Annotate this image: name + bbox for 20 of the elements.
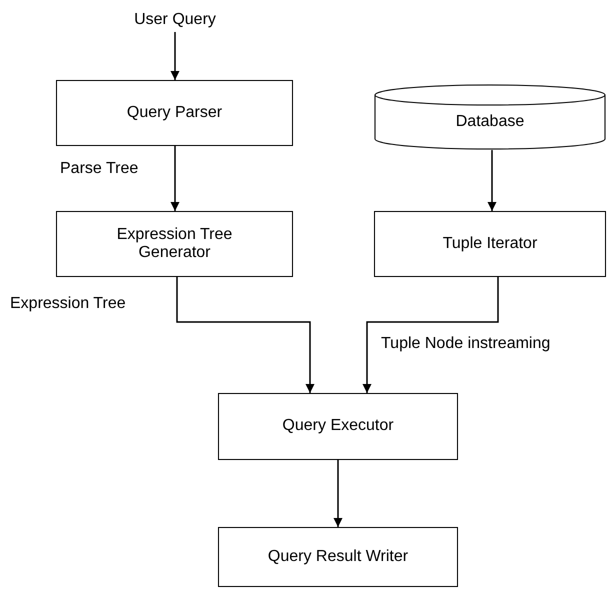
node-label: Expression Tree Generator	[116, 226, 234, 262]
process-box	[374, 211, 606, 277]
node-label: Query Executor	[282, 417, 394, 436]
process-box	[56, 80, 293, 146]
process-box	[218, 393, 458, 460]
edge-label: Expression Tree	[10, 295, 126, 313]
arrow	[170, 146, 180, 211]
arrow	[362, 277, 499, 393]
arrow	[334, 460, 342, 527]
node-label: Query Result Writer	[268, 548, 408, 566]
node-label: Tuple Iterator	[442, 234, 538, 254]
arrow	[176, 277, 314, 393]
process-box	[218, 527, 458, 587]
node-label: Database	[456, 112, 524, 132]
arrow	[488, 150, 496, 211]
node-label: Query Parser	[126, 104, 222, 122]
edge-label: Tuple Node instreaming	[381, 335, 550, 353]
arrow	[170, 32, 180, 80]
input-label-text: User Query	[134, 10, 216, 30]
process-box	[56, 211, 293, 277]
